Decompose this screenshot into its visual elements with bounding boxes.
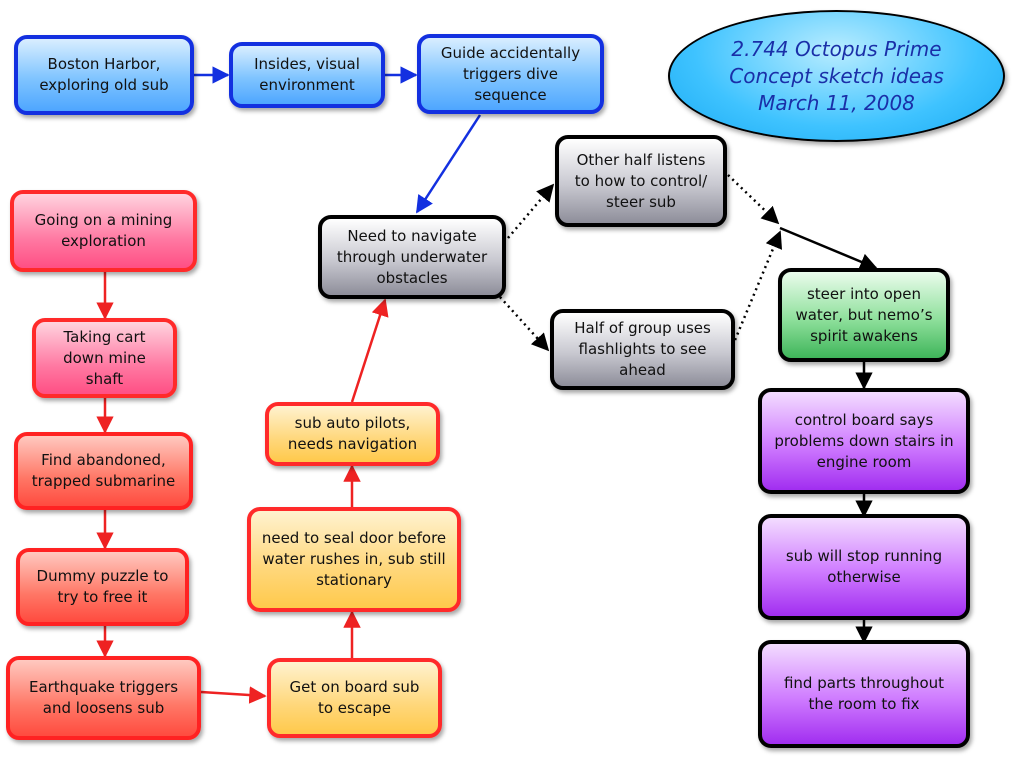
node-get-on-board: Get on board sub to escape — [267, 658, 442, 738]
node-auto-pilots-label: sub auto pilots, needs navigation — [287, 414, 418, 453]
title-line-1: 2.744 Octopus Prime — [731, 36, 942, 61]
node-get-on-board-label: Get on board sub to escape — [289, 678, 420, 717]
arrow-merge-to-steer — [779, 226, 878, 271]
node-boston-harbor-label: Boston Harbor, exploring old sub — [39, 55, 169, 94]
node-auto-pilots: sub auto pilots, needs navigation — [265, 402, 440, 466]
title-ellipse: 2.744 Octopus Prime Concept sketch ideas… — [668, 10, 1005, 142]
title-line-2: Concept sketch ideas — [729, 63, 944, 88]
node-mining-exploration: Going on a mining exploration — [10, 190, 197, 272]
node-insides-visual: Insides, visual environment — [229, 42, 385, 108]
dotted-arrow-other-half-to-merge — [727, 174, 780, 225]
node-seal-door-label: need to seal door before water rushes in… — [261, 529, 447, 589]
dotted-arrow-navigate-to-other-half — [507, 183, 555, 239]
node-steer-open-water: steer into open water, but nemo’s spirit… — [778, 268, 950, 362]
node-find-parts-label: find parts throughout the room to fix — [783, 674, 945, 713]
node-other-half: Other half listens to how to control/ st… — [555, 135, 727, 227]
node-other-half-label: Other half listens to how to control/ st… — [574, 150, 708, 211]
node-dummy-puzzle: Dummy puzzle to try to free it — [16, 548, 189, 626]
node-guide-dive: Guide accidentally triggers dive sequenc… — [417, 34, 604, 114]
node-stop-running-label: sub will stop running otherwise — [785, 547, 943, 586]
node-seal-door: need to seal door before water rushes in… — [247, 507, 461, 612]
node-boston-harbor: Boston Harbor, exploring old sub — [14, 35, 194, 115]
node-half-group-label: Half of group uses flashlights to see ah… — [574, 319, 711, 379]
node-guide-dive-label: Guide accidentally triggers dive sequenc… — [440, 43, 581, 104]
arrow-autopilot-to-navigate — [350, 298, 389, 403]
node-steer-open-water-label: steer into open water, but nemo’s spirit… — [795, 284, 933, 345]
node-stop-running: sub will stop running otherwise — [758, 514, 970, 620]
node-taking-cart: Taking cart down mine shaft — [32, 318, 177, 398]
node-control-board: control board says problems down stairs … — [758, 388, 970, 494]
node-insides-visual-label: Insides, visual environment — [254, 55, 360, 94]
dotted-arrow-navigate-to-half-group — [499, 296, 550, 352]
node-dummy-puzzle-label: Dummy puzzle to try to free it — [36, 567, 169, 606]
node-control-board-label: control board says problems down stairs … — [774, 410, 954, 471]
node-find-abandoned: Find abandoned, trapped submarine — [14, 432, 193, 510]
node-earthquake: Earthquake triggers and loosens sub — [6, 656, 201, 740]
dotted-arrow-half-group-to-merge — [733, 230, 783, 341]
node-half-group: Half of group uses flashlights to see ah… — [550, 309, 735, 390]
node-navigate: Need to navigate through underwater obst… — [318, 215, 506, 299]
node-find-abandoned-label: Find abandoned, trapped submarine — [31, 451, 176, 490]
node-earthquake-label: Earthquake triggers and loosens sub — [28, 678, 179, 717]
node-navigate-label: Need to navigate through underwater obst… — [336, 226, 488, 287]
node-mining-exploration-label: Going on a mining exploration — [34, 211, 173, 250]
title-line-3: March 11, 2008 — [758, 90, 915, 115]
arrow-guide-to-navigate — [415, 114, 482, 214]
node-find-parts: find parts throughout the room to fix — [758, 640, 970, 748]
node-taking-cart-label: Taking cart down mine shaft — [63, 327, 146, 388]
arrow-earthquake-to-board — [200, 686, 267, 704]
